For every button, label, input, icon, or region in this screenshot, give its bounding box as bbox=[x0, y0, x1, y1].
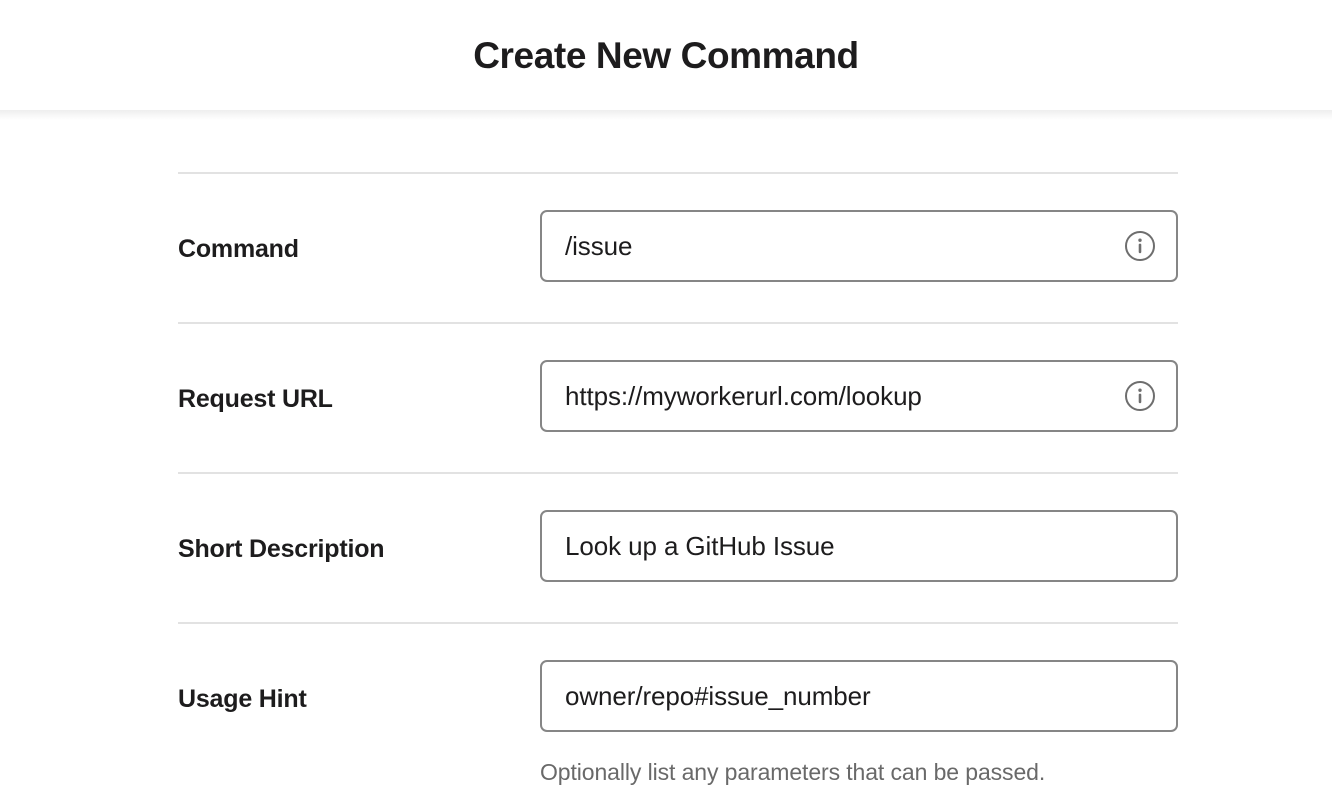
control-request-url bbox=[540, 324, 1178, 432]
form-row-short-description: Short Description bbox=[178, 474, 1178, 622]
command-form: Command Request URL bbox=[178, 172, 1178, 797]
command-input[interactable] bbox=[542, 212, 1176, 280]
label-short-description: Short Description bbox=[178, 535, 385, 563]
command-field[interactable] bbox=[540, 210, 1178, 282]
usage-hint-field[interactable] bbox=[540, 660, 1178, 732]
label-command: Command bbox=[178, 235, 299, 263]
form-row-usage-hint: Usage Hint Optionally list any parameter… bbox=[178, 624, 1178, 797]
label-usage-hint: Usage Hint bbox=[178, 685, 307, 713]
form-container: Command Request URL bbox=[0, 110, 1332, 797]
usage-hint-help-text: Optionally list any parameters that can … bbox=[540, 759, 1046, 785]
divider-top bbox=[178, 172, 1178, 174]
info-circle-icon[interactable] bbox=[1124, 230, 1156, 262]
form-row-command: Command bbox=[178, 174, 1178, 322]
short-description-input[interactable] bbox=[542, 512, 1176, 580]
divider-3 bbox=[178, 622, 1178, 624]
control-short-description bbox=[540, 474, 1178, 582]
control-command bbox=[540, 174, 1178, 282]
usage-hint-input[interactable] bbox=[542, 662, 1176, 730]
control-usage-hint: Optionally list any parameters that can … bbox=[540, 624, 1178, 787]
divider-1 bbox=[178, 322, 1178, 324]
page-title: Create New Command bbox=[473, 34, 859, 76]
form-row-request-url: Request URL bbox=[178, 324, 1178, 472]
page-header: Create New Command bbox=[0, 0, 1332, 120]
short-description-field[interactable] bbox=[540, 510, 1178, 582]
request-url-field[interactable] bbox=[540, 360, 1178, 432]
info-circle-icon[interactable] bbox=[1124, 380, 1156, 412]
request-url-input[interactable] bbox=[542, 362, 1176, 430]
divider-2 bbox=[178, 472, 1178, 474]
label-request-url: Request URL bbox=[178, 385, 333, 413]
